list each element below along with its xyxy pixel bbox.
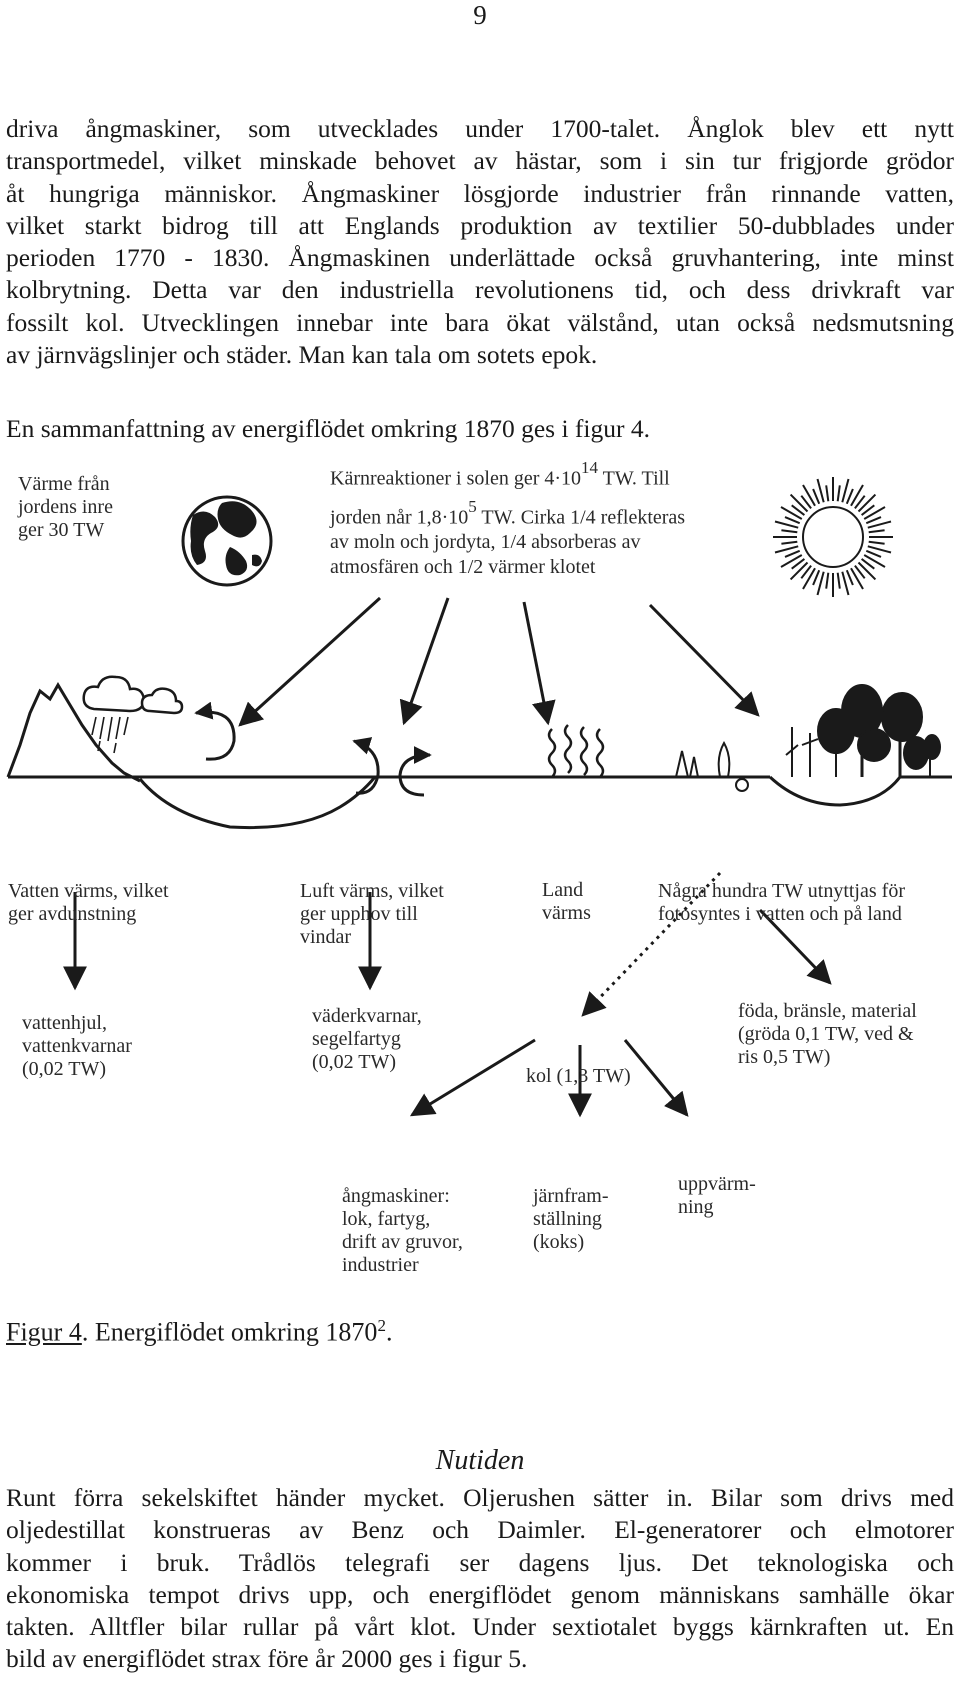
text-line: ekonomiska tempot drivs upp, och energif… (6, 1579, 954, 1609)
steam-engines-label: ångmaskiner: lok, fartyg, drift av gruvo… (342, 1185, 463, 1276)
cloud-icon (82, 675, 184, 715)
sun-ray (791, 504, 806, 516)
sun-ray (825, 485, 830, 502)
sun-ray (850, 484, 864, 507)
paragraph-intro: driva ångmaskiner, som utvecklades under… (6, 113, 954, 371)
sun-ray (857, 561, 877, 581)
sun-ray (845, 488, 854, 505)
sun-ray (854, 495, 866, 510)
sun-ray (800, 495, 812, 510)
earth-heat-label: Värme från jordens inre ger 30 TW (18, 473, 113, 541)
sun-ray (825, 572, 830, 589)
sun-energy-label: Kärnreaktioner i solen ger 4·1014 TW. Ti… (330, 458, 686, 579)
text-line: åt hungriga människor. Ångmaskiner lösgj… (6, 178, 954, 208)
sun-ray (774, 520, 799, 529)
sun-ray (800, 564, 812, 579)
wind-use-label: väderkvarnar, segelfartyg (0,02 TW) (312, 1005, 422, 1073)
sun-ray (784, 549, 801, 558)
sun-ray (860, 504, 875, 516)
sun-ray (836, 572, 841, 589)
sun-ray (860, 558, 875, 570)
sun-ray (780, 554, 803, 568)
paragraph-summary: En sammanfattning av energiflödet omkrin… (6, 413, 954, 445)
heat-waves-icon (547, 724, 605, 778)
sun-ray (845, 569, 854, 586)
sun-ray (841, 571, 850, 596)
text-line: kolbrytning. Detta var den industriella … (6, 275, 954, 305)
rain-icon (91, 716, 129, 754)
text-line: oljedestillat konstrueras av Benz och Da… (6, 1515, 954, 1545)
text-line: takten. Alltfler bilar rullar på vårt kl… (6, 1612, 954, 1642)
text-line: transportmedel, vilket minskade behovet … (6, 146, 954, 176)
coal-label: kol (1,3 TW) (526, 1065, 631, 1087)
sun-ray (781, 529, 798, 534)
wind-icon (194, 701, 432, 797)
sun-ray (865, 549, 882, 558)
sun-ray (791, 558, 806, 570)
text-line: bild av energiflödet strax före år 2000 … (6, 1644, 528, 1674)
sun-ray (857, 493, 877, 513)
page-number: 9 (473, 0, 487, 30)
sunlight-arrows (238, 596, 760, 727)
water-heating-label: Vatten värms, vilket ger avdunstning (8, 880, 169, 925)
landscape (6, 682, 952, 830)
sun-ray (854, 564, 866, 579)
sun-ray (789, 493, 809, 513)
sun-ray (868, 529, 885, 534)
text-line: perioden 1770 - 1830. Ångmaskinen underl… (6, 243, 954, 273)
sun-ray (816, 571, 825, 596)
text-line: vilket starkt bidrog till att Englands p… (6, 210, 954, 240)
sun-ray (850, 567, 864, 590)
paragraph-present: Runt förra sekelskiftet händer mycket. O… (6, 1482, 954, 1676)
text-line: Runt förra sekelskiftet händer mycket. O… (6, 1483, 954, 1512)
sun-ray (863, 506, 886, 520)
flow-arrows (63, 871, 832, 1118)
text-line: av järnvägslinjer och städer. Man kan ta… (6, 340, 598, 370)
earth-icon (181, 495, 273, 587)
water-use-label: vattenhjul, vattenkvarnar (0,02 TW) (22, 1012, 132, 1080)
sun-ray (816, 478, 825, 503)
iron-production-label: järnfram- ställning (koks) (533, 1185, 609, 1253)
sun-ray (789, 561, 809, 581)
sun-ray (863, 554, 886, 568)
sun-ray (867, 545, 892, 554)
sun-icon (773, 477, 893, 597)
figure-caption: Figur 4. Energiflödet omkring 18702. (6, 1316, 393, 1347)
photosynthesis-label: Några hundra TW utnyttjas för fotosyntes… (658, 880, 905, 925)
text-line: En sammanfattning av energiflödet omkrin… (6, 414, 650, 443)
section-heading: Nutiden (435, 1445, 525, 1476)
sun-ray (812, 569, 821, 586)
sun-ray (780, 506, 803, 520)
text-line: driva ångmaskiner, som utvecklades under… (6, 114, 954, 143)
text-line: fossilt kol. Utvecklingen innebar inte b… (6, 307, 954, 337)
sun-ray (867, 520, 892, 529)
sun-ray (781, 540, 798, 545)
sun-ray (784, 516, 801, 525)
food-label: föda, bränsle, material (gröda 0,1 TW, v… (738, 1000, 917, 1068)
text-line: kommer i bruk. Trådlös telegrafi ser dag… (6, 1547, 954, 1577)
air-heating-label: Luft värms, vilket ger upphov till vinda… (300, 880, 444, 948)
vegetation-icon (675, 684, 941, 792)
sun-ray (802, 484, 816, 507)
sun-ray (802, 567, 816, 590)
energy-flow-figure: Värme från jordens inre ger 30 TW Kärnre… (0, 455, 960, 1335)
sun-ray (774, 545, 799, 554)
sun-ray (836, 485, 841, 502)
heating-label: uppvärm- ning (678, 1173, 756, 1218)
figure-artwork (6, 477, 952, 1118)
sun-ray (841, 478, 850, 503)
sun-ray (865, 516, 882, 525)
land-heating-label: Land värms (542, 879, 591, 924)
sun-ray (868, 540, 885, 545)
sun-ray (812, 488, 821, 505)
